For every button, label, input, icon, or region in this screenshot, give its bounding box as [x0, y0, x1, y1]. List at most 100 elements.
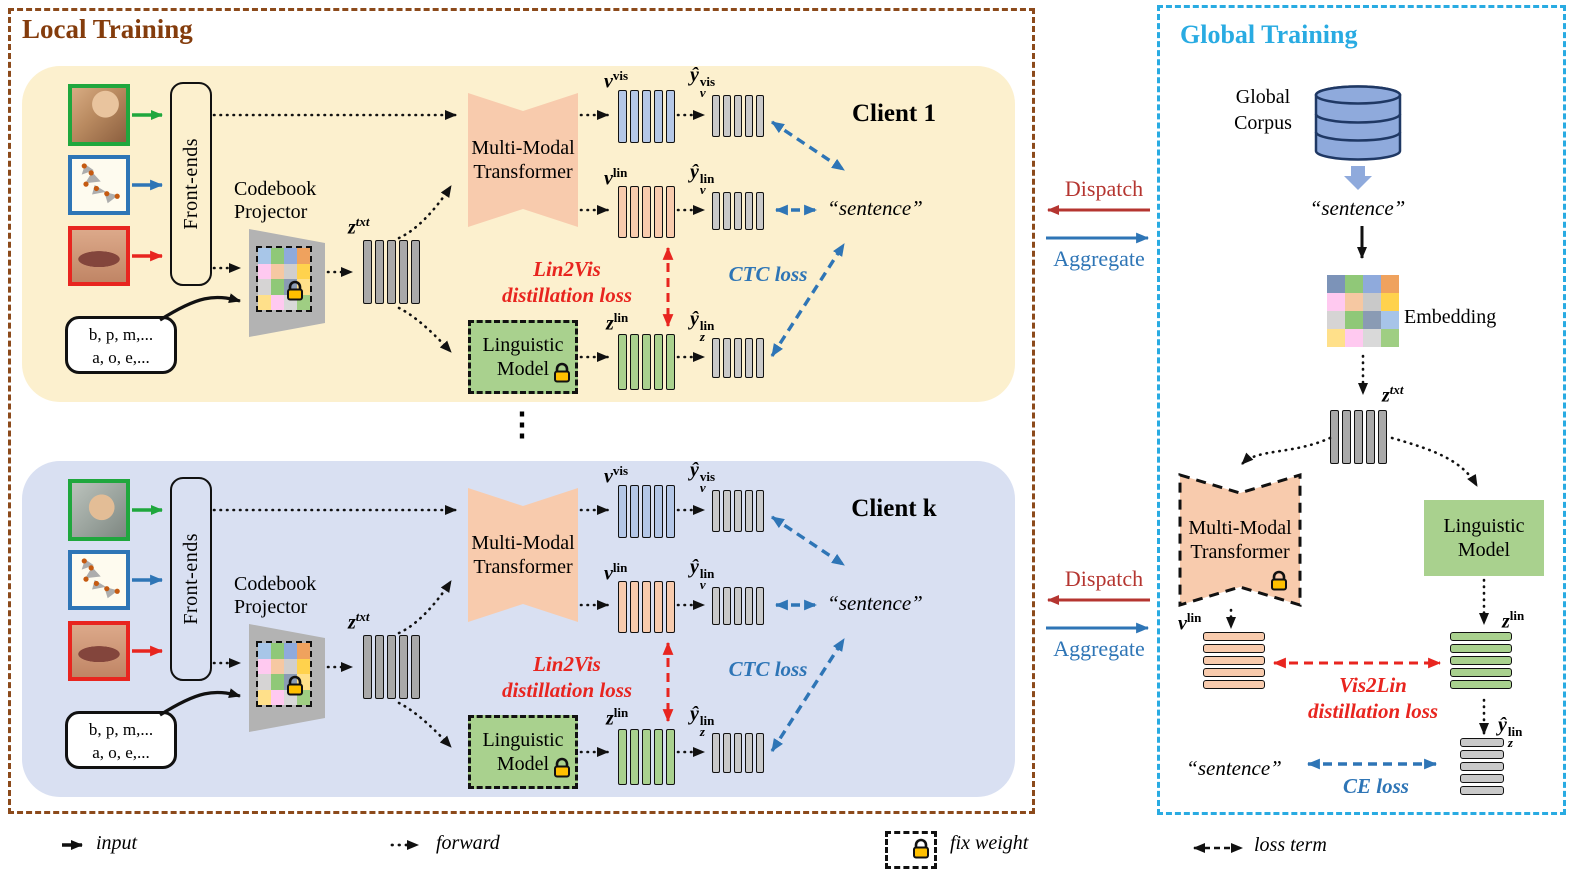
codebook-projector-label: Codebook Projector [234, 178, 317, 223]
lips-photo [72, 230, 126, 282]
v-lin-bars [618, 581, 675, 633]
yhat-v-lin-bars [712, 192, 764, 230]
z-txt-bars [1330, 410, 1387, 464]
aggregate-label: Aggregate [1053, 636, 1145, 661]
client-1-panel: Front-ends Codebook Projector b, p, m,..… [22, 64, 1015, 402]
z-lin-bars [618, 334, 675, 390]
v-vis-bars [618, 485, 675, 538]
phoneme-list-box: b, p, m,... a, o, e,... [65, 711, 177, 769]
ce-loss-label: CE loss [1343, 774, 1409, 798]
hand-photo [72, 88, 126, 142]
front-ends-label: Front-ends [179, 533, 202, 625]
v-lin-bars [618, 186, 675, 238]
dispatch-label: Dispatch [1064, 176, 1144, 201]
phoneme-list-box: b, p, m,... a, o, e,... [65, 316, 177, 374]
v-vis-label: vvis [604, 68, 629, 93]
ctc-loss-label: CTC loss [728, 657, 808, 681]
lock-icon [287, 675, 303, 696]
hand-photo [72, 483, 126, 537]
embedding-grid [1327, 275, 1399, 347]
v-lin-stack [1203, 632, 1265, 689]
legend-fix-weight-label: fix weight [950, 832, 1029, 854]
sentence-label: “sentence” [827, 591, 923, 615]
lin2vis-loss-label: Lin2Vis distillation loss [501, 257, 633, 307]
global-training-region [1157, 5, 1566, 815]
database-icon [1314, 85, 1402, 161]
client-name: Client k [851, 495, 937, 522]
skeleton-icon [81, 558, 120, 599]
yhat-v-vis-bars [712, 95, 764, 137]
z-lin-stack [1450, 632, 1512, 689]
legend-fix-weight-box [885, 831, 937, 869]
z-txt-label: ztxt [348, 609, 370, 634]
global-training-title: Global Training [1180, 20, 1358, 49]
z-txt-label: ztxt [348, 214, 370, 239]
aggregate-label: Aggregate [1053, 246, 1145, 271]
yhat-z-lin-stack [1460, 738, 1504, 795]
clients-ellipsis: ⋮ [506, 406, 538, 442]
lips-photo [72, 625, 126, 677]
embedding-label: Embedding [1404, 306, 1497, 328]
z-txt-label: ztxt [1382, 382, 1404, 407]
ctc-loss-label: CTC loss [728, 262, 808, 286]
front-ends-box: Front-ends [170, 82, 212, 286]
yhat-z-lin-bars [712, 733, 764, 773]
local-training-title: Local Training [22, 14, 193, 44]
client-name: Client 1 [851, 100, 937, 127]
z-txt-bars [363, 240, 420, 304]
lock-icon [554, 362, 570, 383]
lock-icon [287, 280, 303, 301]
hand-video-thumbnail [68, 479, 130, 541]
codebook-grid [256, 641, 312, 707]
front-ends-box: Front-ends [170, 477, 212, 681]
client-k-panel: Front-ends Codebook Projector b, p, m,..… [22, 459, 1015, 797]
z-lin-label: zlin [606, 705, 629, 730]
yhat-v-vis-bars [712, 490, 764, 532]
pose-skeleton-thumbnail [68, 155, 130, 215]
legend-forward-label: forward [436, 832, 500, 854]
v-lin-label: vlin [1178, 610, 1202, 635]
front-ends-label: Front-ends [179, 138, 202, 230]
vis2lin-loss-label: Vis2Lin distillation loss [1307, 673, 1439, 723]
lin2vis-loss-label: Lin2Vis distillation loss [501, 652, 633, 702]
legend-loss-term-label: loss term [1254, 834, 1327, 856]
sentence-label: “sentence” [1186, 756, 1282, 780]
skeleton-icon [81, 163, 120, 204]
v-lin-label: vlin [604, 560, 628, 585]
yhat-v-lin-bars [712, 587, 764, 625]
global-corpus-label: Global Corpus [1234, 86, 1292, 134]
hand-video-thumbnail [68, 84, 130, 146]
pose-skeleton-thumbnail [68, 550, 130, 610]
v-lin-label: vlin [604, 165, 628, 190]
v-vis-label: vvis [604, 463, 629, 488]
lock-icon [913, 838, 929, 859]
v-vis-bars [618, 90, 675, 143]
codebook-projector-label: Codebook Projector [234, 573, 317, 618]
dispatch-label: Dispatch [1064, 566, 1144, 591]
z-lin-label: zlin [606, 310, 629, 335]
local-training-region [8, 8, 1035, 814]
z-lin-bars [618, 729, 675, 785]
z-lin-label: zlin [1502, 608, 1525, 633]
sentence-label: “sentence” [827, 196, 923, 220]
codebook-grid [256, 246, 312, 312]
z-txt-bars [363, 635, 420, 699]
yhat-z-lin-bars [712, 338, 764, 378]
lock-icon [1271, 570, 1287, 591]
lock-icon [554, 757, 570, 778]
lips-video-thumbnail [68, 226, 130, 286]
legend-input-label: input [96, 832, 138, 854]
lips-video-thumbnail [68, 621, 130, 681]
